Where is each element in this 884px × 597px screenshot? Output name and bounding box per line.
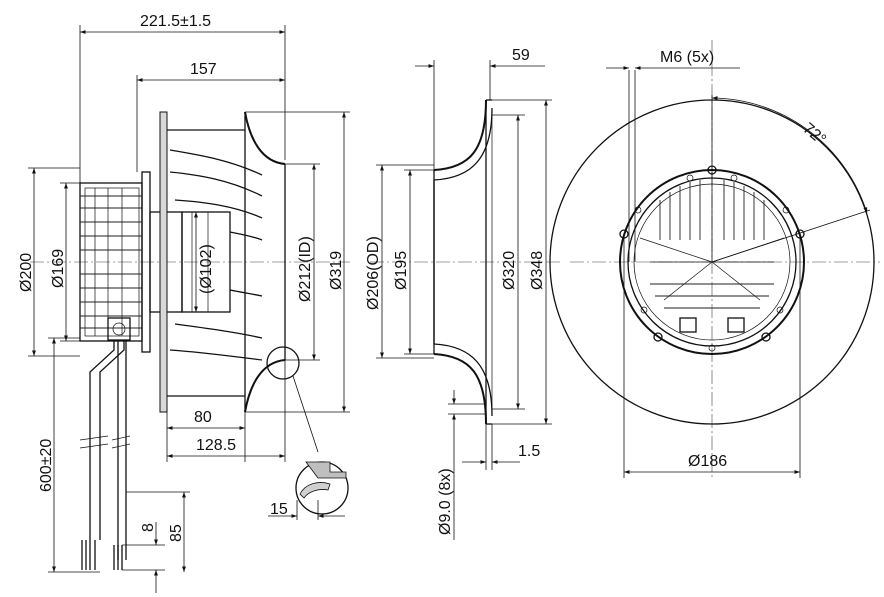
side-view: 15 221.5±1.5 157	[18, 13, 350, 593]
dim-ring-detail: 15	[270, 501, 288, 518]
dim-ring-od: Ø206(OD)	[365, 236, 382, 310]
dim-inlet-id: Ø212(ID)	[297, 236, 314, 302]
dim-bolt-circle: Ø186	[688, 453, 727, 470]
dim-ring-348: Ø348	[529, 251, 546, 290]
dim-wheel-length: 157	[190, 61, 217, 78]
dim-cable-length: 600±20	[38, 439, 55, 492]
dim-ring-inner: Ø195	[393, 251, 410, 290]
mount-hole	[761, 332, 771, 342]
ring-detail: 15	[268, 461, 349, 520]
connector-left	[679, 317, 697, 333]
motor-body	[79, 171, 151, 353]
dim-threads: M6 (5x)	[660, 49, 714, 66]
dim-depth-128: 128.5	[196, 437, 236, 454]
dim-ring-height: 59	[512, 47, 530, 64]
dim-hub: (Ø102)	[198, 244, 215, 294]
dim-ring-320: Ø320	[501, 251, 518, 290]
dim-strip-85: 85	[168, 524, 185, 542]
mount-hole	[653, 332, 663, 342]
front-view: M6 (5x) 72° Ø186	[549, 40, 880, 480]
dim-motor-inner: Ø169	[50, 249, 67, 288]
impeller-side	[149, 111, 319, 453]
cable	[79, 340, 131, 570]
dim-wheel-dia: Ø319	[328, 251, 345, 290]
dim-depth-80: 80	[194, 409, 212, 426]
connector-right	[727, 317, 745, 333]
dim-strip-8: 8	[140, 523, 157, 532]
dim-holes: Ø9.0 (8x)	[437, 468, 454, 535]
dim-motor-outer: Ø200	[18, 253, 35, 292]
dim-thickness: 1.5	[518, 443, 540, 460]
dim-overall-length: 221.5±1.5	[140, 13, 211, 30]
inlet-ring-view: 59 Ø206(OD) Ø195 Ø320 Ø348 Ø9.0 (8x)	[365, 47, 560, 540]
